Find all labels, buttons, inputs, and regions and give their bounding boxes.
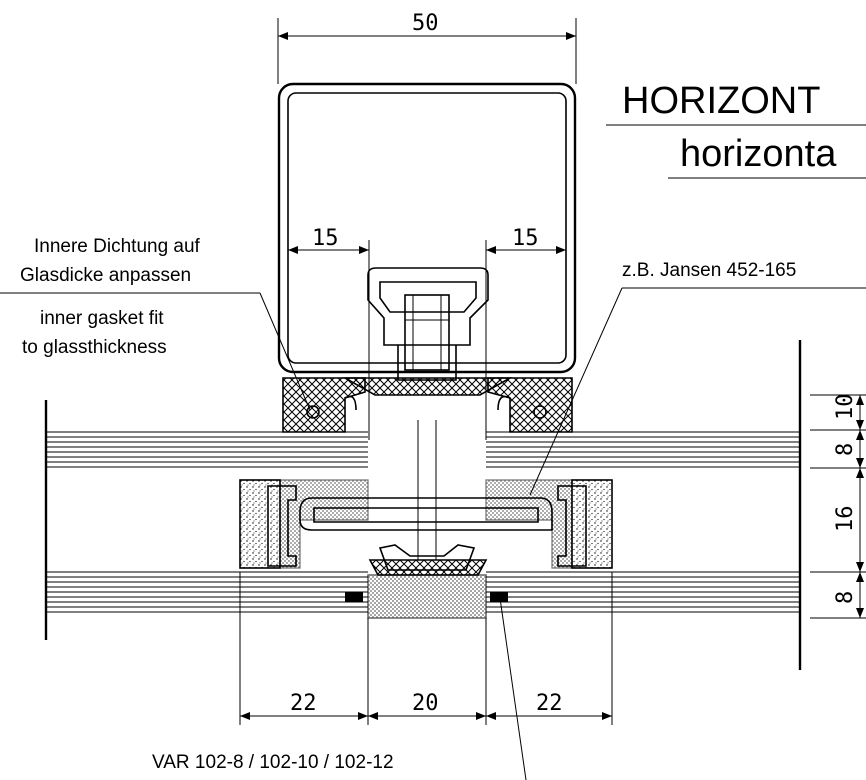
dimension-bottom: 22 20 22 <box>239 572 613 725</box>
dim-bottom-left-label: 22 <box>290 691 317 716</box>
dim-top-width-label: 50 <box>412 11 439 36</box>
note-inner-gasket-en-2: to glassthickness <box>22 337 167 358</box>
annotation-jansen: z.B. Jansen 452-165 <box>529 260 866 496</box>
leader-jansen <box>529 287 623 496</box>
spacer-right <box>485 479 613 569</box>
glass-right <box>486 340 802 670</box>
note-jansen-ref: z.B. Jansen 452-165 <box>622 260 796 281</box>
dim-side-3-label: 16 <box>833 506 858 533</box>
note-inner-gasket-de-2: Glasdicke anpassen <box>20 265 191 286</box>
leader-var <box>499 597 527 780</box>
dim-side-2-label: 8 <box>833 443 858 456</box>
clamping-plate <box>299 420 553 560</box>
mullion-profile: 15 15 <box>277 82 577 440</box>
leader-inner-gasket <box>259 292 311 411</box>
glass-left <box>44 400 368 640</box>
dim-side-1-label: 10 <box>833 394 858 421</box>
note-var-ref: VAR 102-8 / 102-10 / 102-12 <box>152 752 394 773</box>
spacer-left <box>239 479 369 569</box>
dim-bottom-center-label: 20 <box>412 691 439 716</box>
screw-channel <box>367 267 489 381</box>
dim-right-inset-label: 15 <box>512 226 539 251</box>
title-line-1: HORIZONT <box>622 80 820 122</box>
outer-gaskets <box>282 377 573 433</box>
dim-left-inset-label: 15 <box>312 226 339 251</box>
dimension-top-width: 50 <box>277 11 577 84</box>
annotation-var: VAR 102-8 / 102-10 / 102-12 <box>152 597 527 780</box>
title-block: HORIZONT horizonta <box>606 80 866 179</box>
dim-side-4-label: 8 <box>833 591 858 604</box>
title-line-2: horizonta <box>680 133 837 175</box>
annotation-inner-gasket: Innere Dichtung auf Glasdicke anpassen i… <box>0 236 311 411</box>
dimension-side: 10 8 16 8 <box>810 394 866 619</box>
dim-bottom-right-label: 22 <box>536 691 563 716</box>
bottom-gasket <box>345 544 508 619</box>
note-inner-gasket-en-1: inner gasket fit <box>40 308 164 329</box>
note-inner-gasket-de-1: Innere Dichtung auf <box>34 236 201 257</box>
